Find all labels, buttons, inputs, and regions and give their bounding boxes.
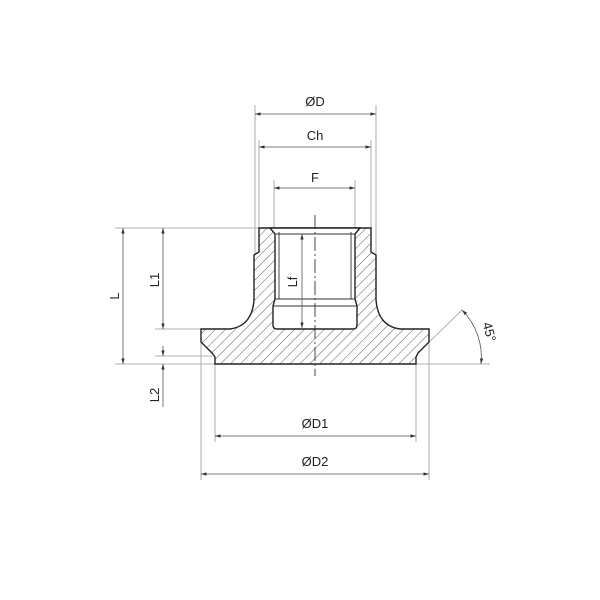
label-flange-step: L2 bbox=[147, 388, 162, 402]
label-chamfer-angle: 45° bbox=[480, 320, 500, 343]
label-flange-outer-diameter: ØD2 bbox=[302, 454, 329, 469]
extension-lines bbox=[115, 105, 490, 480]
label-outer-diameter: ØD bbox=[305, 94, 325, 109]
label-total-length: L bbox=[107, 292, 122, 299]
label-hex-across-flats: Ch bbox=[307, 128, 324, 143]
dimension-lines bbox=[121, 112, 484, 476]
label-flange-inner-diameter: ØD1 bbox=[302, 416, 329, 431]
label-thread: F bbox=[311, 170, 319, 185]
label-neck-length: L1 bbox=[147, 273, 162, 287]
threaded-bore bbox=[268, 227, 362, 330]
label-thread-length: Lf bbox=[285, 276, 300, 287]
